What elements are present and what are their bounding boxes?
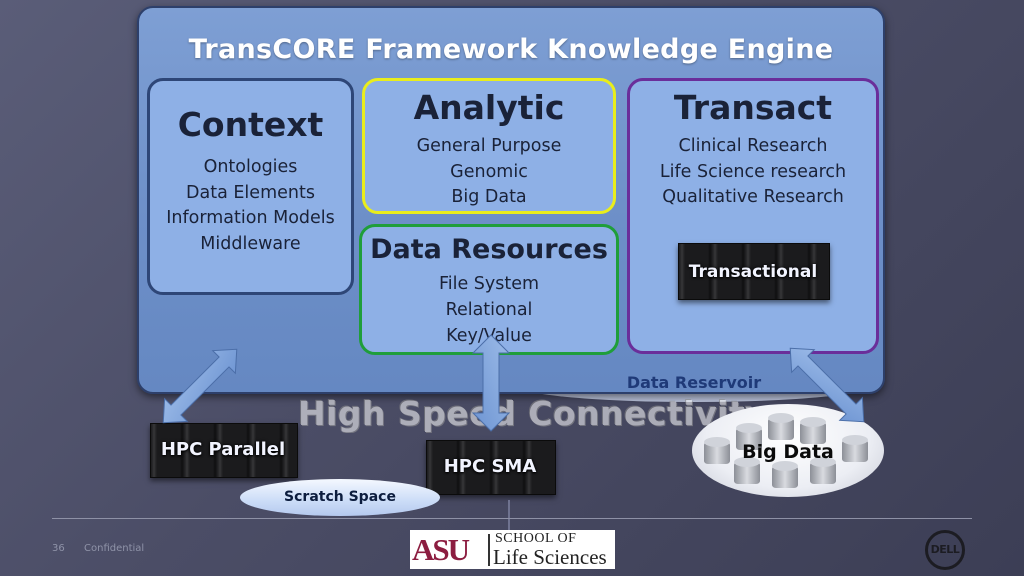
asu-logo — [410, 530, 615, 569]
context-item: Middleware — [200, 233, 301, 254]
context-item: Information Models — [166, 208, 335, 228]
transact-item: Clinical Research — [678, 136, 828, 156]
double-arrow-icon — [162, 348, 238, 424]
footer-divider — [52, 518, 972, 519]
confidential-label: Confidential — [84, 543, 145, 554]
hpc-parallel-server-rack-icon — [150, 423, 298, 478]
data-resources-item: File System — [438, 274, 540, 294]
database-cylinder-icon — [734, 457, 760, 484]
hpc-sma-server-rack-icon — [426, 440, 556, 495]
hpc-parallel-label: HPC Parallel — [160, 439, 286, 460]
high-speed-connectivity-text: High Speed Connectivity — [298, 394, 768, 433]
context-box: Context Ontologies Data Elements Informa… — [147, 78, 354, 295]
school-of-label: SCHOOL OF — [495, 531, 577, 546]
slide-number: 36 — [52, 543, 65, 554]
double-arrow-icon — [471, 334, 511, 432]
analytic-item: General Purpose — [416, 136, 562, 156]
analytic-item: Big Data — [451, 187, 527, 207]
data-resources-box: Data Resources File System Relational Ke… — [359, 224, 619, 355]
big-data-cluster — [692, 404, 884, 497]
transact-item: Life Science research — [659, 161, 847, 182]
context-item: Ontologies — [203, 157, 298, 177]
knowledge-engine-panel: TransCORE Framework Knowledge Engine Con… — [137, 6, 885, 394]
big-data-label: Big Data — [742, 441, 834, 463]
transactional-label: Transactional — [688, 262, 818, 282]
life-sciences-label: Life Sciences — [493, 545, 607, 569]
transact-item: Qualitative Research — [662, 187, 844, 207]
context-title: Context — [177, 105, 324, 144]
database-cylinder-icon — [704, 437, 730, 464]
double-arrow-icon — [789, 347, 865, 423]
database-cylinder-icon — [768, 413, 794, 440]
asu-logo-divider — [488, 534, 490, 566]
database-cylinder-icon — [800, 417, 826, 444]
database-cylinder-icon — [810, 457, 836, 484]
data-resources-title: Data Resources — [370, 234, 608, 265]
analytic-title: Analytic — [413, 88, 565, 127]
context-item: Data Elements — [186, 182, 315, 203]
analytic-box: Analytic General Purpose Genomic Big Dat… — [362, 78, 616, 214]
data-resources-item: Key/Value — [446, 326, 532, 346]
scratch-space-disk: Scratch Space — [240, 479, 440, 516]
database-cylinder-icon — [736, 423, 762, 450]
hpc-sma-label: HPC SMA — [443, 456, 537, 477]
transact-box: Transact Clinical Research Life Science … — [627, 78, 879, 354]
transactional-server-rack-icon — [678, 243, 830, 300]
analytic-item: Genomic — [450, 161, 528, 182]
asu-logo-text: ASU — [412, 532, 470, 567]
engine-title: TransCORE Framework Knowledge Engine — [188, 34, 834, 65]
database-cylinder-icon — [772, 461, 798, 488]
transact-title: Transact — [673, 88, 833, 127]
data-resources-item: Relational — [445, 300, 533, 320]
database-cylinder-icon — [842, 435, 868, 462]
data-reservoir-label: Data Reservoir — [626, 373, 762, 392]
dell-logo-icon: DELL — [925, 530, 965, 570]
